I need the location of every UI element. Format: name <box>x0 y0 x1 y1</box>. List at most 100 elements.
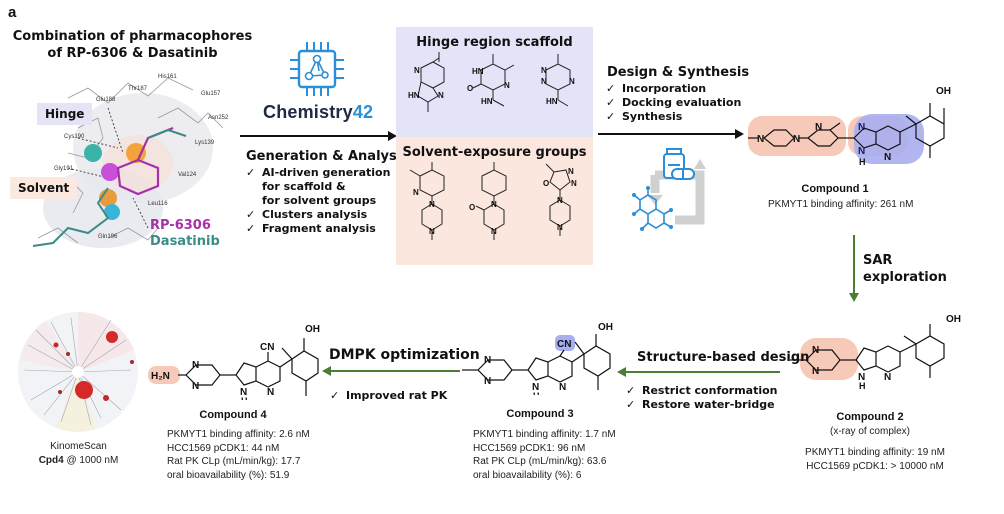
svg-text:N: N <box>569 77 575 86</box>
svg-text:HN: HN <box>472 67 484 76</box>
cn-highlight <box>555 335 575 351</box>
compound3-prop: PKMYT1 binding affinity: 1.7 nM <box>473 429 616 440</box>
check-icon: ✓ <box>626 384 636 397</box>
hinge-scaffold-box: Hinge region scaffold <box>396 27 593 137</box>
pharmacophore-sphere-orange <box>126 143 146 163</box>
dmpk-item: ✓Improved rat PK <box>330 389 448 402</box>
svg-text:HN: HN <box>481 97 493 106</box>
arrow-head <box>388 131 397 141</box>
hinge-tag: Hinge <box>37 103 93 125</box>
generation-list: ✓ AI-driven generation for scaffold & fo… <box>246 166 396 236</box>
kinome-compound: Cpd4 <box>38 454 64 466</box>
compound3-prop: Rat PK CLp (mL/min/kg): 63.6 <box>473 456 607 467</box>
compound4-name: Compound 4 <box>199 409 267 421</box>
arrow-head <box>617 367 626 377</box>
design-item: ✓Docking evaluation <box>606 96 742 109</box>
generation-item-line: AI-driven generation <box>262 166 391 179</box>
svg-text:N: N <box>413 188 419 197</box>
design-item: ✓Synthesis <box>606 110 683 123</box>
solvent-structure-oxadiazole-piperazine <box>545 163 571 236</box>
solvent-groups-title: Solvent-exposure groups <box>402 145 587 160</box>
amine-highlight <box>148 366 180 384</box>
residue-label: His161 <box>158 74 177 80</box>
compound3-prop: HCC1569 pCDK1: 96 nM <box>473 442 586 454</box>
svg-text:CN: CN <box>260 342 274 353</box>
compound3-name: Compound 3 <box>506 408 574 420</box>
dmpk-arrow <box>330 370 460 372</box>
dasatinib-ligand <box>32 128 187 247</box>
compound4-structure: H₂N N N N H N CN OH <box>148 324 320 400</box>
structure-based-item: ✓Restrict conformation <box>626 384 778 397</box>
svg-text:N: N <box>541 77 547 86</box>
solvent-groups-box: Solvent-exposure groups <box>396 137 593 265</box>
svg-text:N: N <box>557 223 563 232</box>
generation-title: Generation & Analysis <box>246 149 409 164</box>
residue-label: Asn252 <box>208 115 229 121</box>
residue-labels: His161 Thr187 Glu188 Glu157 Asn252 Cys19… <box>54 74 229 240</box>
svg-text:OH: OH <box>598 322 613 333</box>
panel-label: a <box>8 4 17 21</box>
svg-text:OH: OH <box>946 314 961 325</box>
check-icon: ✓ <box>606 96 616 109</box>
check-icon: ✓ <box>606 110 616 123</box>
compound2-name: Compound 2 <box>836 411 904 423</box>
solvent-structure-pyridyl-piperazine <box>409 162 445 240</box>
check-icon: ✓ <box>246 208 256 221</box>
structure-based-title: Structure-based design <box>637 350 810 365</box>
residue-label: Glu157 <box>201 91 221 97</box>
drug-synthesis-cycle-icon <box>632 148 706 231</box>
svg-text:N: N <box>541 66 547 75</box>
compound2-structure: N N N H N OH <box>790 314 961 390</box>
combination-title: Combination of pharmacophores of RP-6306… <box>10 28 255 62</box>
svg-text:H: H <box>241 396 248 400</box>
residue-label: Lys139 <box>195 140 215 146</box>
generation-item: ✓Clusters analysis <box>246 208 368 221</box>
residue-label: Gly191 <box>54 166 74 172</box>
svg-text:N: N <box>429 227 435 236</box>
compound4-props: PKMYT1 binding affinity: 2.6 nM HCC1569 … <box>167 428 357 482</box>
svg-text:N: N <box>858 122 865 133</box>
dasatinib-label: Dasatinib <box>150 234 220 249</box>
residue-label: Glu188 <box>96 97 116 103</box>
svg-text:H: H <box>859 381 866 390</box>
svg-text:HN: HN <box>408 91 420 100</box>
chemistry42-logo: Chemistry42 <box>263 102 373 123</box>
kinome-caption-line1: KinomeScan <box>50 441 107 452</box>
arrow-head <box>322 366 331 376</box>
kinome-hit-dot <box>130 360 134 364</box>
svg-text:O: O <box>469 203 475 212</box>
svg-text:HN: HN <box>546 97 558 106</box>
svg-text:N: N <box>793 134 800 145</box>
kinome-tree-image <box>18 311 138 432</box>
ai-chip-network-icon <box>290 42 344 96</box>
combination-title-line2: of RP-6306 & Dasatinib <box>47 46 218 61</box>
docking-pose-image: His161 Thr187 Glu188 Glu157 Asn252 Cys19… <box>32 74 229 248</box>
svg-text:N: N <box>568 167 574 176</box>
binding-surface-core <box>103 135 173 191</box>
sar-arrow <box>853 235 855 295</box>
solvent-groups-structures: N N N N O N O N N N N <box>409 162 577 240</box>
svg-text:H: H <box>859 157 866 167</box>
flow-arrow-generation <box>240 135 390 137</box>
svg-text:N: N <box>757 134 764 145</box>
svg-text:N: N <box>812 345 819 356</box>
compound4-prop: Rat PK CLp (mL/min/kg): 17.7 <box>167 456 301 467</box>
svg-text:H: H <box>533 391 540 395</box>
compound1-prop: PKMYT1 binding affinity: 261 nM <box>768 199 914 210</box>
residue-label: Cys190 <box>64 134 85 140</box>
residue-label: Leu116 <box>148 201 168 207</box>
structure-based-list: ✓Restrict conformation ✓Restore water-br… <box>626 384 786 412</box>
residue-label: Val124 <box>178 172 197 178</box>
kinome-hit-dot <box>66 352 70 356</box>
pharmacophore-sphere-cyan <box>104 204 120 220</box>
check-icon: ✓ <box>626 398 636 411</box>
svg-text:N: N <box>532 382 539 393</box>
svg-text:N: N <box>491 200 497 209</box>
hinge-scaffold-title: Hinge region scaffold <box>416 35 573 50</box>
kinome-hit-dot <box>106 331 118 343</box>
svg-text:OH: OH <box>305 324 320 335</box>
solvent-highlight <box>800 338 858 380</box>
chemistry42-logo-text: Chemistry <box>263 102 353 122</box>
arrow-head <box>849 293 859 302</box>
svg-text:N: N <box>484 355 491 366</box>
